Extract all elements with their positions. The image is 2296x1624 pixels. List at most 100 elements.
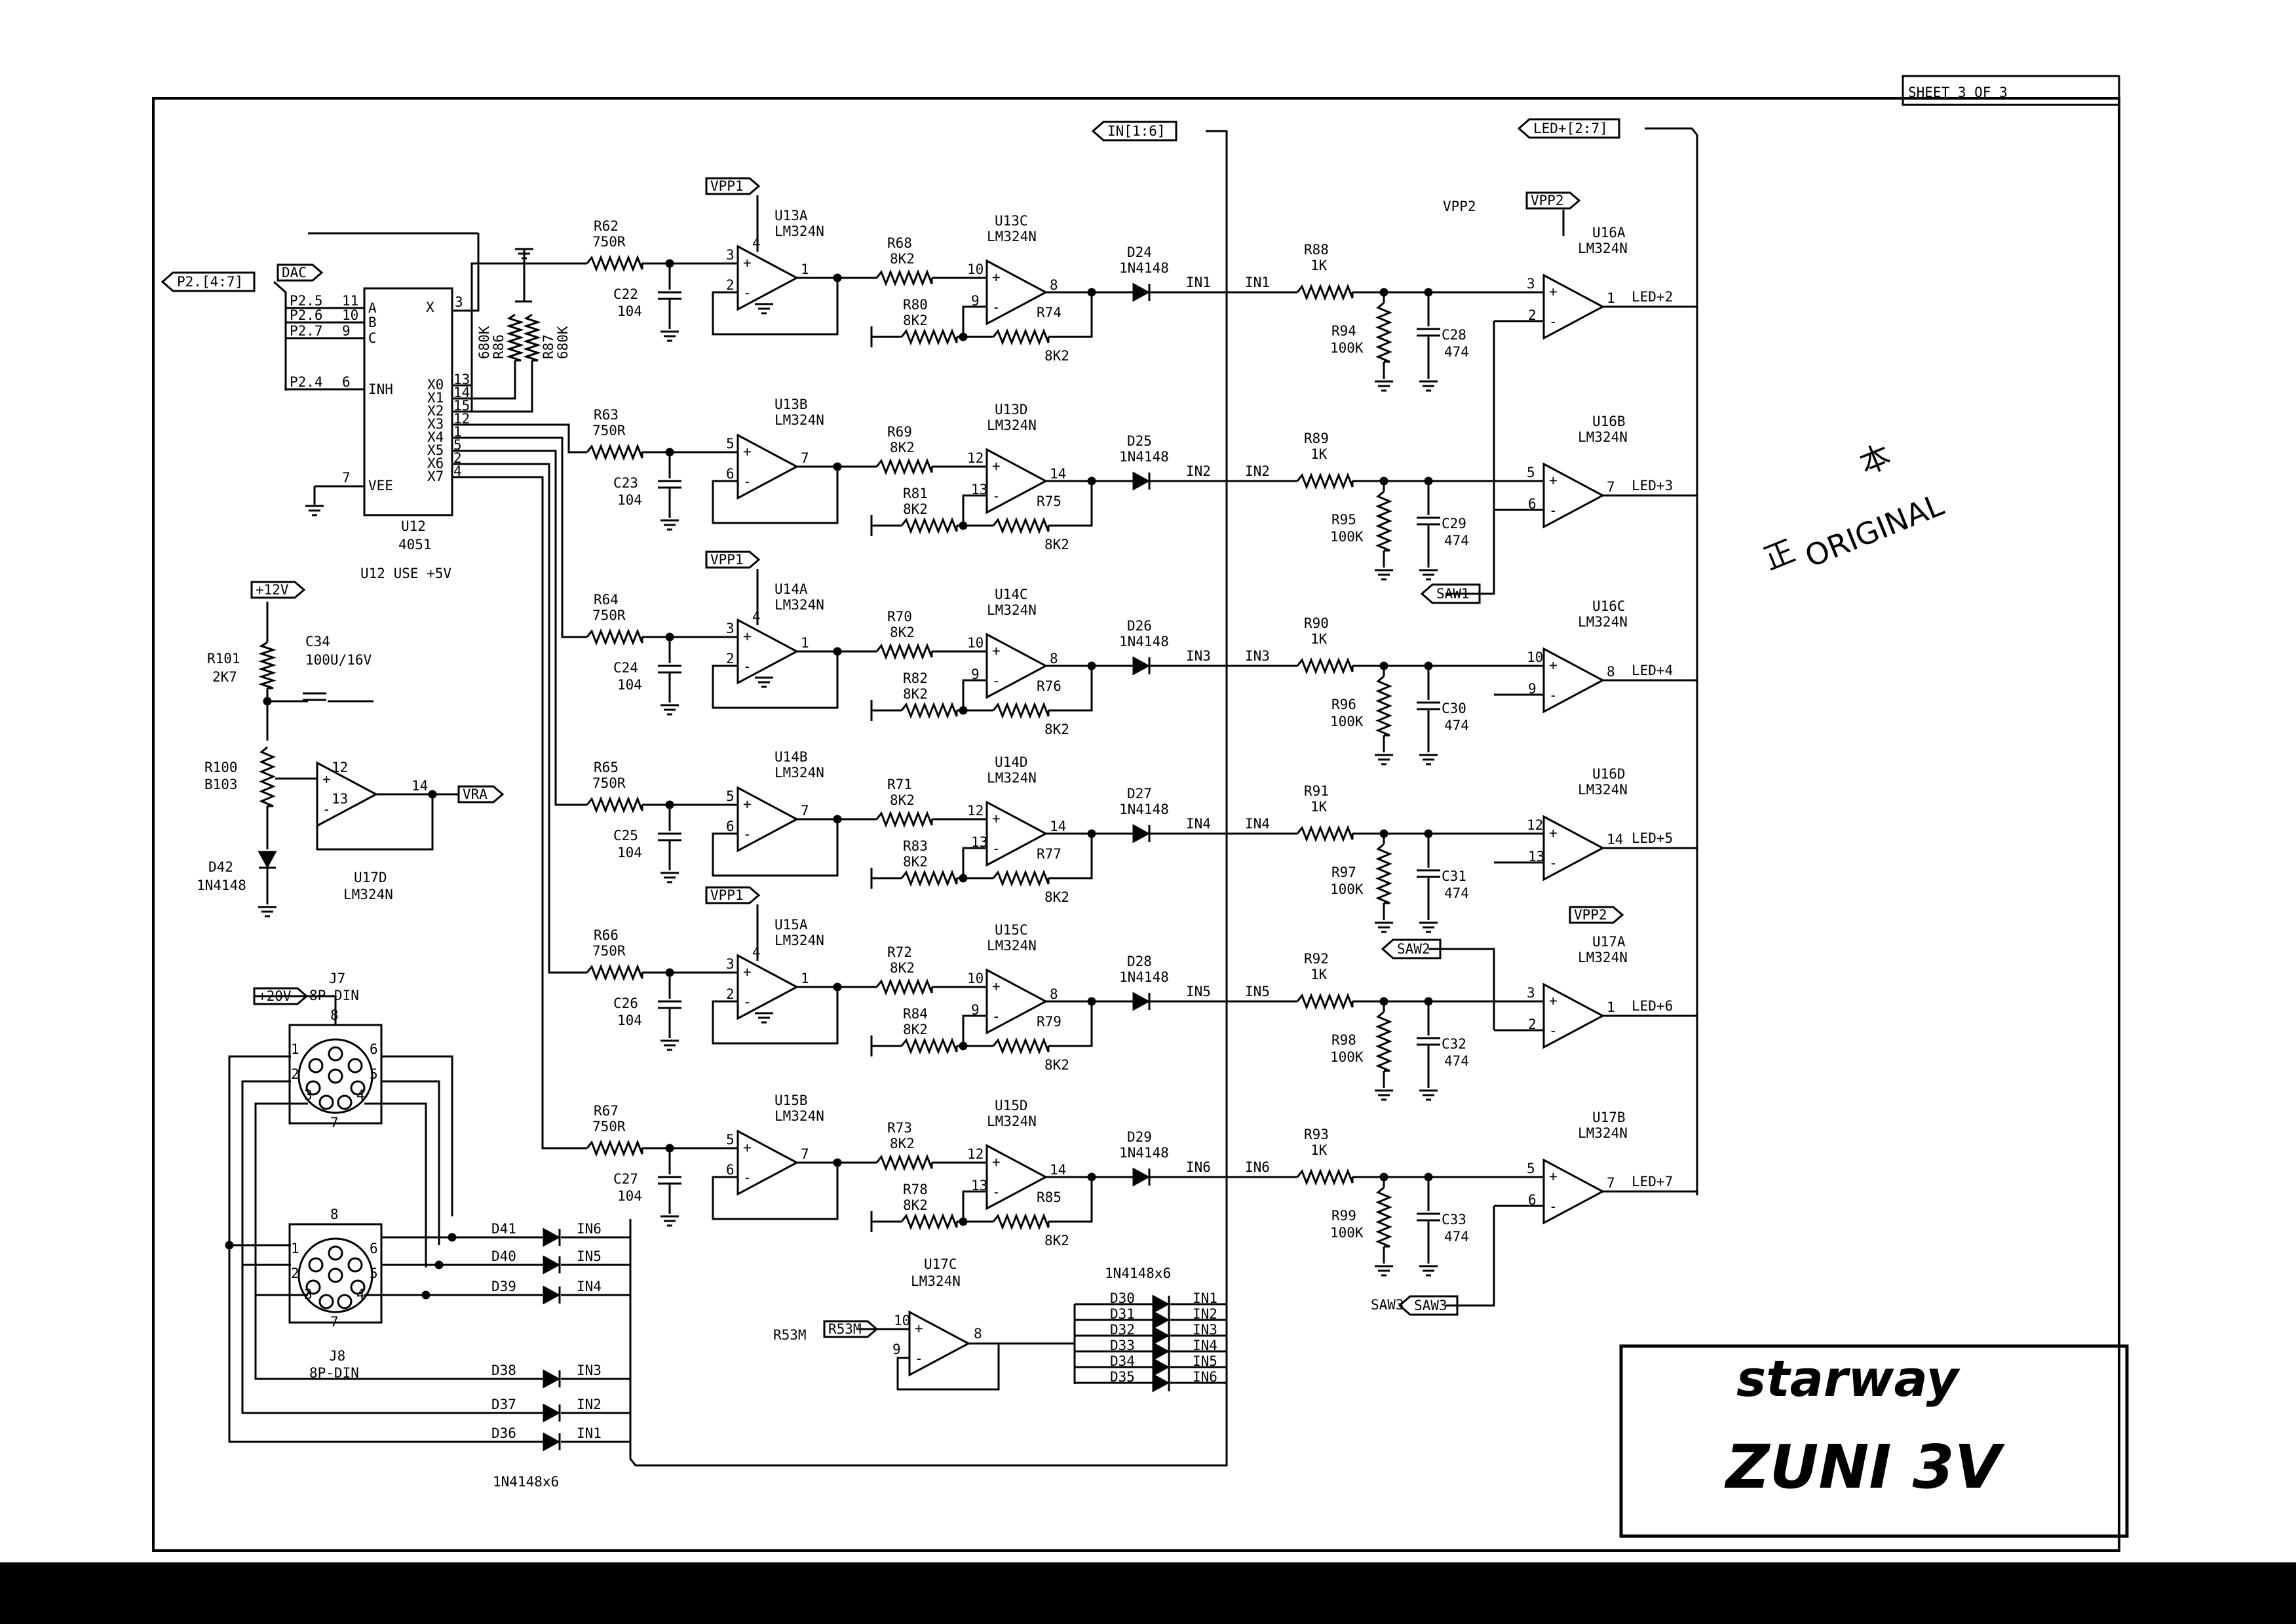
ch1-r-fb-ref: R74	[1037, 305, 1062, 320]
r101-ref: R101	[207, 651, 240, 667]
ch6-comp-pin: 5	[1527, 1161, 1535, 1176]
ch3-amp-part: LM324N	[987, 602, 1037, 618]
din-pin-number: 7	[330, 1314, 339, 1330]
ch6-amp-ref: U15D	[995, 1098, 1028, 1113]
ch4-c-out-ref: C31	[1442, 868, 1466, 884]
ch1-r-fb-val: 8K2	[1044, 348, 1069, 364]
junction-dot	[833, 273, 842, 282]
junction-dot	[959, 521, 968, 530]
ch5-r-fb	[992, 1037, 1050, 1055]
ch4-r-in-ref: R65	[594, 760, 619, 775]
mux-pin-name: X	[426, 300, 434, 315]
junction-dot	[1424, 288, 1433, 297]
ch2-r-fb-val: 8K2	[1044, 537, 1069, 552]
or-diode-net: IN4	[1193, 1338, 1217, 1353]
opamp-minus-sign: -	[743, 994, 752, 1010]
ch2-net-left: IN2	[1186, 463, 1211, 479]
vra-port: VRA	[463, 786, 488, 802]
junction-dot	[959, 1041, 968, 1051]
ch1-buf-pin: 4	[752, 235, 761, 251]
din-diode-ref: D41	[491, 1221, 516, 1237]
ch3-buf-ref: U14A	[775, 581, 808, 597]
ch4-buffer-feedback	[712, 819, 839, 877]
led-bus-port-flag	[1517, 118, 1620, 139]
opamp-minus-sign: -	[1549, 855, 1558, 871]
r101-val: 2K7	[212, 669, 237, 685]
ch5-diode-part: 1N4148	[1119, 969, 1169, 985]
saw3-wire	[1445, 1206, 1495, 1307]
din-pin-number: 8	[330, 1007, 339, 1023]
mux-pin-num: 9	[342, 323, 351, 339]
mux-pin-name: X0	[427, 377, 444, 393]
ch5-r-gnd	[900, 1037, 958, 1055]
d42-part: 1N4148	[197, 878, 246, 893]
ch1-r-pd-val: 100K	[1330, 340, 1364, 356]
sheet-border	[152, 97, 2120, 1552]
din-wire	[381, 1080, 440, 1245]
mux-p2-label: P2.7	[290, 323, 323, 339]
ch6-diode-part: 1N4148	[1119, 1145, 1169, 1161]
ch2-gain-opamp	[985, 448, 1048, 514]
junction-dot	[665, 632, 674, 642]
stamp-word: ORIGINAL	[1800, 487, 1949, 575]
din-pin-number: 5	[370, 1266, 378, 1281]
ch2-comparator-opamp	[1542, 462, 1605, 529]
ch4-buf-part: LM324N	[775, 765, 824, 781]
ch1-comparator-opamp	[1542, 273, 1605, 340]
pulldown-wire	[472, 360, 516, 400]
ch4-gain-opamp	[985, 800, 1048, 867]
plus12-port: +12V	[256, 582, 289, 598]
ch1-r-pd	[1375, 301, 1392, 363]
saw2-port: SAW2	[1397, 941, 1430, 957]
ch6-r-pd	[1375, 1186, 1392, 1248]
ch6-r-gnd-ref: R78	[903, 1182, 928, 1197]
mux-ic	[363, 287, 453, 516]
u17d-ref: U17D	[354, 870, 387, 885]
ch4-comp-pin: 12	[1527, 817, 1543, 833]
din-pin-number: 1	[291, 1041, 299, 1057]
ch6-comparator-opamp	[1542, 1158, 1605, 1225]
opamp-plus-sign: +	[1549, 993, 1558, 1009]
mux-ref: U12	[401, 518, 426, 534]
ch3-buf-pin: 4	[752, 609, 761, 625]
ch3-r-pd	[1375, 675, 1392, 737]
ch5-comparator-opamp	[1542, 982, 1605, 1049]
ch2-amp-part: LM324N	[987, 417, 1037, 433]
company-name: starway	[1736, 1349, 1961, 1408]
ch4-r-out	[1296, 824, 1354, 843]
ch6-comp-pin: 7	[1607, 1175, 1615, 1191]
opamp-minus-sign: -	[743, 826, 752, 842]
ch1-net-right: IN1	[1245, 275, 1270, 290]
junction-dot	[959, 1217, 968, 1226]
stamp-glyph-right: 本	[1854, 438, 1896, 482]
din-type-2: 8P-DIN	[309, 1365, 359, 1381]
mux-x-wire	[452, 233, 480, 312]
vpp2-port-top: VPP2	[1531, 193, 1564, 208]
din-pin-2	[350, 1279, 366, 1295]
ch1-diode-part: 1N4148	[1119, 260, 1169, 276]
ch5-input-route	[472, 463, 587, 974]
ch3-r-fb	[992, 701, 1050, 720]
u17c-feedback	[896, 1344, 1000, 1391]
ch2-cap-val: 104	[617, 492, 642, 508]
ch5-r-gnd-val: 8K2	[903, 1022, 928, 1037]
junction-dot	[1379, 829, 1388, 838]
ch5-amp-pin: 9	[971, 1002, 980, 1018]
ch3-cap-val: 104	[617, 677, 642, 693]
din-pin-2	[318, 1294, 334, 1309]
ch2-c-out-ref: C29	[1442, 516, 1466, 532]
ch1-r-mid	[875, 269, 933, 287]
junction-dot	[434, 1260, 444, 1269]
ch3-buffer-feedback	[712, 651, 839, 709]
mux-pin-name: A	[368, 300, 377, 316]
ch1-buf-pin: 1	[801, 261, 809, 277]
saw1-port: SAW1	[1436, 586, 1470, 602]
c34-val: 100U/16V	[305, 652, 372, 668]
ch6-amp-pin: 12	[967, 1146, 984, 1162]
din-pin-2	[328, 1245, 343, 1261]
mux-pin-num: 6	[342, 374, 351, 390]
mux-pin-name: VEE	[368, 478, 393, 493]
ch2-buf-part: LM324N	[775, 412, 824, 428]
r87-resistor	[523, 313, 541, 362]
